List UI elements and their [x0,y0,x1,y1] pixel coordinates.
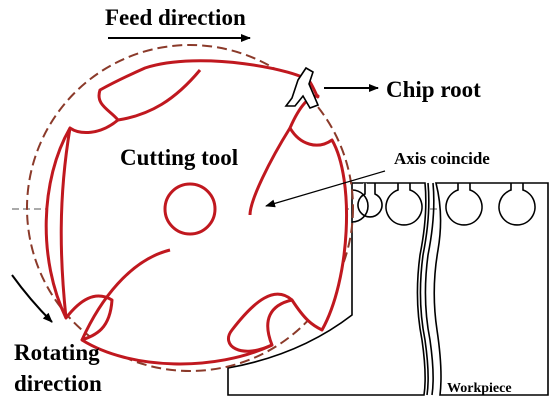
slot-1 [357,183,383,218]
direction-label: direction [14,371,102,396]
rotating-arrow [11,274,53,323]
axis-coincide-label: Axis coincide [394,149,490,168]
slot-4 [498,183,536,226]
chip-root-label: Chip root [386,77,481,102]
workpiece-label: Workpiece [447,381,512,396]
cutting-tool-label: Cutting tool [120,145,238,170]
slot-3 [445,183,483,226]
feed-direction-label: Feed direction [105,5,246,30]
chip-root-shape [284,66,320,109]
dashed-envelope-circle [26,44,354,372]
rotating-label: Rotating [14,340,100,365]
tool-bore [163,182,217,236]
axis-coincide-arrow [265,170,386,208]
workpiece [227,182,549,396]
slot-2 [385,183,423,226]
